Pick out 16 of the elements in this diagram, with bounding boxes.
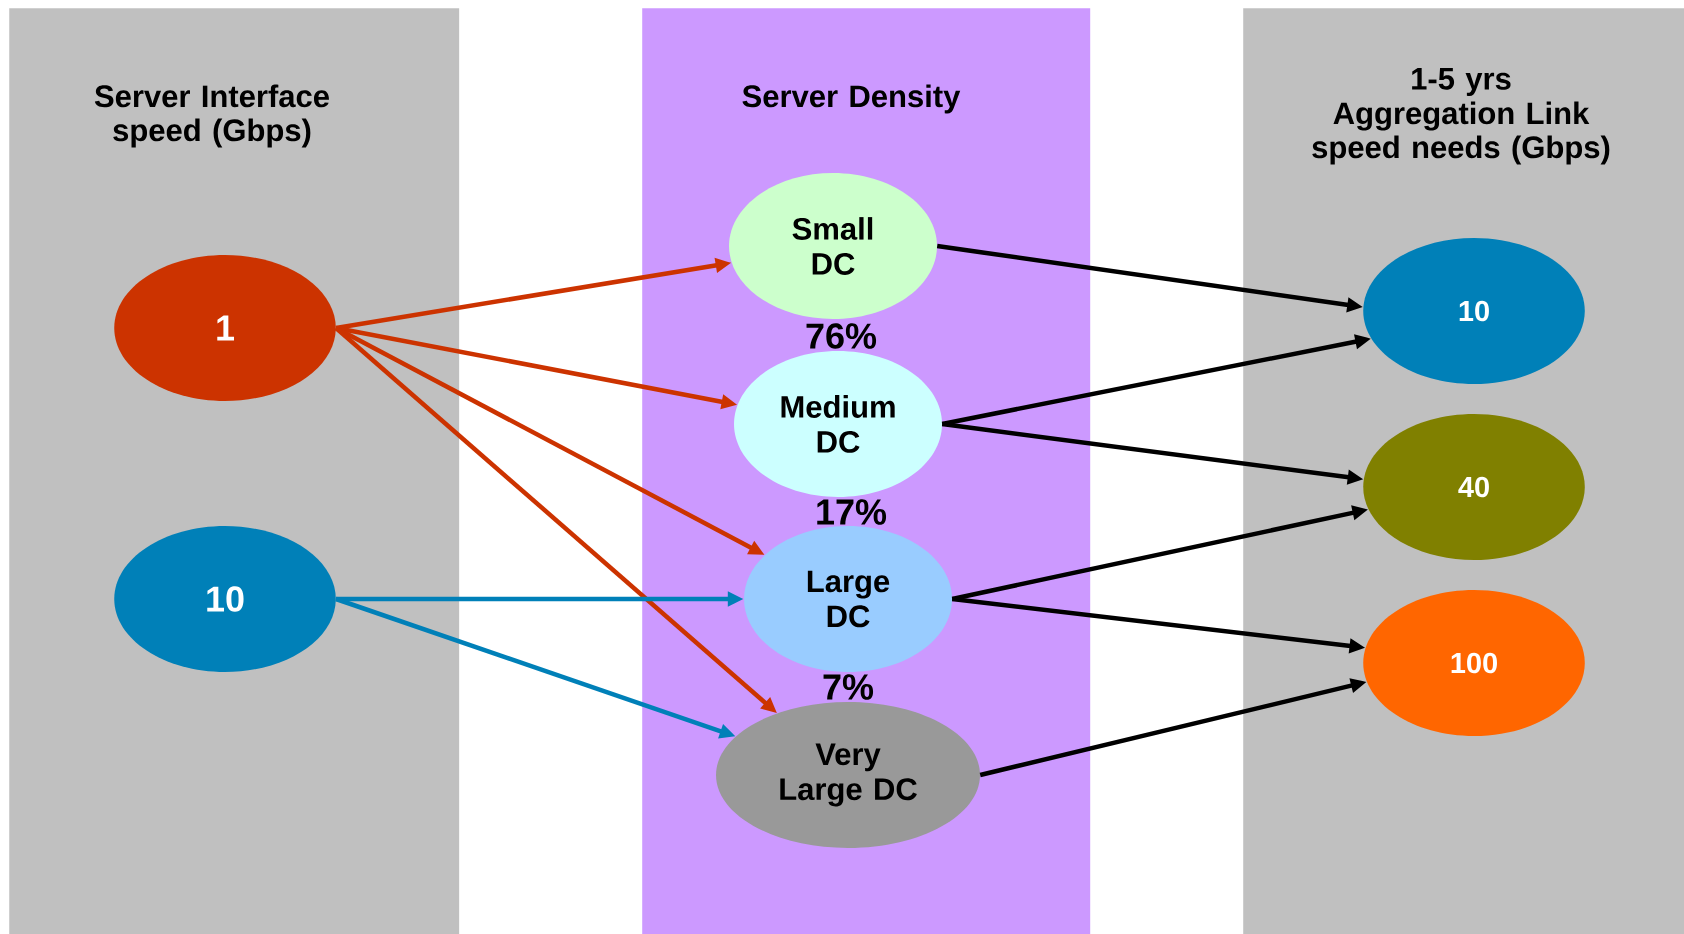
column-heading: Aggregation Link speed needs (Gbps) <box>1312 101 1610 165</box>
ellipse-node: 40 <box>1363 414 1585 560</box>
ellipse-node: 1 <box>114 255 336 401</box>
ellipse-node: 10 <box>114 526 336 672</box>
percentage-label: 7% <box>823 674 874 700</box>
percentage-label: 17% <box>817 499 887 525</box>
ellipse-node: Medium DC <box>734 351 942 497</box>
ellipse-node: Very Large DC <box>716 702 980 848</box>
ellipse-node: Small DC <box>729 173 937 319</box>
column-heading: Server Interface speed (Gbps) <box>94 84 329 148</box>
column-heading: Server Density <box>742 84 961 114</box>
ellipse-node: 10 <box>1363 238 1585 384</box>
ellipse-node: Large DC <box>744 526 952 672</box>
ellipse-node: 100 <box>1363 590 1585 736</box>
percentage-label: 76% <box>806 323 877 349</box>
column-heading: 1-5 yrs <box>1412 68 1511 96</box>
